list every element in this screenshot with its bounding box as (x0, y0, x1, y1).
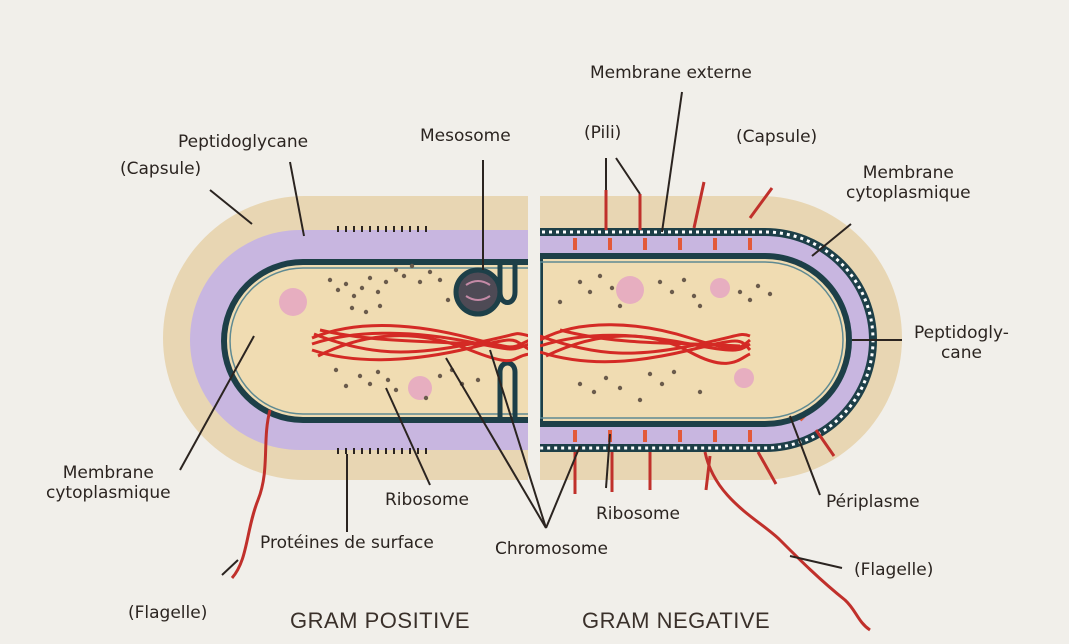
label-flagelle-left: (Flagelle) (128, 604, 207, 624)
inclusion-granule (710, 278, 730, 298)
label-membrane-cyto-right: Membrane cytoplasmique (846, 164, 971, 203)
gram-negative-cell (500, 196, 902, 480)
label-periplasme: Périplasme (826, 493, 920, 513)
label-membrane-cyto-right-line2: cytoplasmique (846, 184, 971, 204)
label-peptidoglycane-left: Peptidoglycane (178, 133, 308, 153)
inclusion-granule (408, 376, 432, 400)
label-peptido-right: Peptidogly- cane (914, 324, 1009, 363)
inclusion-granule (279, 288, 307, 316)
label-membrane-cyto-left: Membrane cytoplasmique (46, 464, 171, 503)
caption-gram-positive: GRAM POSITIVE (290, 608, 470, 634)
label-pili: (Pili) (584, 124, 621, 144)
label-capsule-left: (Capsule) (120, 160, 201, 180)
center-gap (528, 190, 540, 490)
mesosome-body (456, 270, 500, 314)
label-mesosome: Mesosome (420, 127, 511, 147)
label-membrane-cyto-left-line1: Membrane (46, 464, 171, 484)
label-membrane-externe: Membrane externe (590, 64, 752, 84)
label-membrane-cyto-left-line2: cytoplasmique (46, 484, 171, 504)
label-flagelle-right: (Flagelle) (854, 561, 933, 581)
label-ribosome-right: Ribosome (596, 505, 680, 525)
inclusion-granule (616, 276, 644, 304)
label-proteines: Protéines de surface (260, 534, 434, 554)
label-capsule-right: (Capsule) (736, 128, 817, 148)
inclusion-granule (734, 368, 754, 388)
label-peptido-right-line1: Peptidogly- (914, 324, 1009, 344)
label-peptido-right-line2: cane (914, 344, 1009, 364)
caption-gram-negative: GRAM NEGATIVE (582, 608, 770, 634)
gram-positive-cell (163, 196, 560, 480)
label-membrane-cyto-right-line1: Membrane (846, 164, 971, 184)
label-ribosome-left: Ribosome (385, 491, 469, 511)
label-chromosome: Chromosome (495, 540, 608, 560)
